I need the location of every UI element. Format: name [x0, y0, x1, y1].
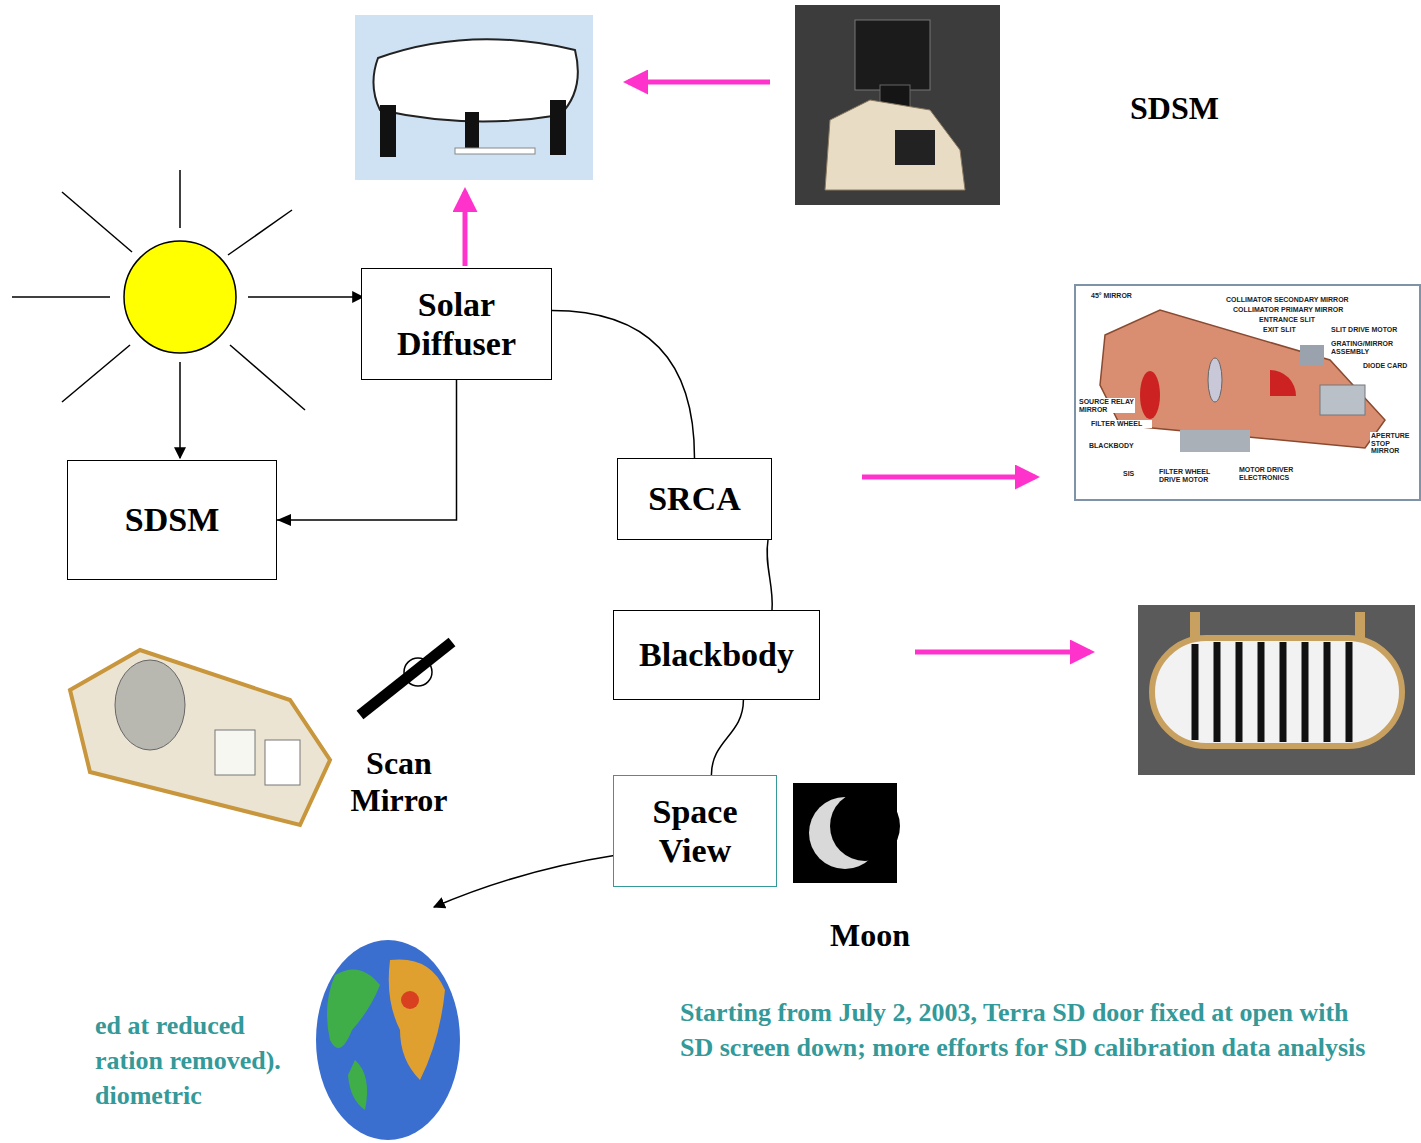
sun-ray [62, 345, 130, 402]
sun-ray [12, 296, 110, 298]
device-label: SDSM [1130, 90, 1219, 127]
mirror-pivot [404, 658, 432, 686]
diffuser-leg [550, 100, 566, 155]
srca-drawing [1075, 285, 1420, 500]
connector [767, 540, 772, 610]
sdsm-housing [855, 20, 930, 90]
sun-disc [124, 241, 236, 353]
solar-diffuser-photo [355, 15, 593, 180]
part-label: COLLIMATOR SECONDARY MIRROR [1225, 296, 1377, 304]
process-box: Solar Diffuser [361, 268, 552, 380]
sdsm-base [825, 100, 965, 190]
sdsm-photo [795, 5, 1000, 205]
diffuser-leg [465, 112, 479, 152]
sun-arrow [179, 362, 181, 458]
instrument-mirror [115, 660, 185, 750]
process-box: Blackbody [613, 610, 820, 700]
panel [1075, 285, 1420, 500]
land-spot [401, 991, 419, 1009]
instrument-body [70, 650, 330, 825]
sun [12, 170, 363, 458]
part-label: SLIT DRIVE MOTOR [1330, 326, 1417, 334]
motor-electronics [1180, 430, 1250, 452]
box-text: SDSM [125, 500, 219, 539]
instrument-port [215, 730, 255, 775]
part-label: GRATING/MIRROR ASSEMBLY [1330, 340, 1412, 355]
process-box: SDSM [67, 460, 277, 580]
box-text: Solar Diffuser [370, 285, 543, 363]
process-box: SRCA [617, 458, 772, 540]
earth-globe [316, 940, 460, 1140]
diffuser-ruler [455, 148, 535, 154]
filter-wheel [1140, 371, 1160, 419]
pink-arrow [862, 475, 1035, 480]
sun-ray [179, 170, 181, 228]
part-label: DIODE CARD [1362, 362, 1419, 370]
note-text: ed at reduced ration removed). diometric [95, 1008, 315, 1113]
slit-motor [1300, 345, 1324, 365]
part-label: FILTER WHEEL DRIVE MOTOR [1158, 468, 1232, 483]
blackbody-bracket [1190, 612, 1200, 640]
target-label: Moon [830, 917, 910, 954]
mirror-bar [360, 642, 452, 715]
part-label: MOTOR DRIVER ELECTRONICS [1238, 466, 1312, 481]
part-label: COLLIMATOR PRIMARY MIRROR [1232, 306, 1374, 314]
pink-arrow [628, 80, 770, 85]
moon-shadow [830, 791, 900, 861]
connector [552, 311, 695, 458]
connector-line [552, 311, 695, 458]
instrument-port [265, 740, 300, 785]
pink-arrow [463, 192, 468, 266]
pink-arrow [915, 650, 1090, 655]
connector-line [767, 540, 772, 610]
blackbody-bracket [1355, 612, 1365, 640]
note-text: Starting from July 2, 2003, Terra SD doo… [680, 995, 1380, 1065]
moon-photo [793, 783, 900, 883]
part-label: BLACKBODY [1088, 442, 1145, 450]
diffuser-plate [373, 39, 577, 121]
photo-ground [355, 15, 593, 180]
arrowhead [277, 514, 291, 526]
process-box: Space View [613, 775, 777, 887]
box-text: Space View [622, 792, 768, 870]
part-label: EXIT SLIT [1262, 326, 1314, 334]
view-arrow [434, 855, 617, 907]
sun-ray [62, 192, 132, 252]
part-label: APERTURE STOP MIRROR [1370, 432, 1418, 455]
scan-mirror-symbol [360, 642, 452, 715]
connector [277, 380, 457, 526]
sdsm-block [895, 130, 935, 165]
box-text: Blackbody [639, 635, 794, 674]
part-label: 45° MIRROR [1090, 292, 1172, 300]
collimator-mirror [1208, 358, 1222, 402]
part-label: SOURCE RELAY MIRROR [1078, 398, 1135, 413]
diffuser-leg [380, 105, 396, 157]
part-label: FILTER WHEEL [1090, 420, 1152, 428]
sun-ray [228, 210, 292, 255]
connector-line [277, 380, 457, 520]
land [327, 969, 380, 1048]
part-label: SIS [1122, 470, 1146, 478]
instrument-illustration [70, 650, 330, 825]
blackbody-frame [1152, 638, 1402, 746]
photo-ground [795, 5, 1000, 205]
ocean [316, 940, 460, 1140]
part-label: ENTRANCE SLIT [1258, 316, 1340, 324]
connector-line [711, 700, 743, 775]
connector [711, 700, 743, 775]
sun-ray [230, 345, 305, 410]
box-text: SRCA [648, 479, 741, 518]
blackbody-photo [1138, 605, 1415, 775]
land [348, 1060, 367, 1110]
component-label: Scan Mirror [339, 745, 459, 819]
land [389, 959, 445, 1080]
blackbody-fins [1195, 642, 1349, 742]
photo-ground [1138, 605, 1415, 775]
diode-card [1320, 385, 1365, 415]
grating [1270, 370, 1296, 396]
sun-arrow [248, 296, 363, 298]
